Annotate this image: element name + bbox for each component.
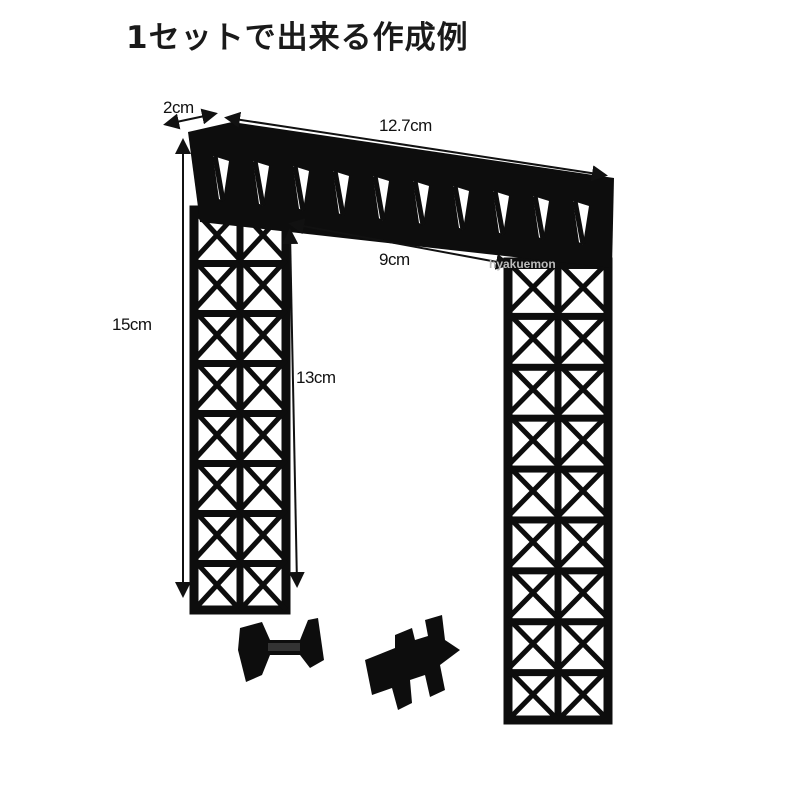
inner-width-label: 9cm	[379, 250, 410, 269]
depth-label: 2cm	[163, 98, 194, 117]
cross-joint-part	[365, 615, 460, 710]
width-label: 12.7cm	[379, 116, 432, 135]
connector-part	[238, 618, 324, 682]
right-pillar	[503, 257, 613, 725]
dimension-lines	[163, 108, 608, 598]
inner-height-label: 13cm	[296, 368, 336, 387]
height-label: 15cm	[112, 315, 152, 334]
page-title: 1セットで出来る作成例	[126, 20, 469, 56]
watermark: hyakuemon	[489, 257, 556, 271]
left-pillar	[189, 205, 291, 615]
